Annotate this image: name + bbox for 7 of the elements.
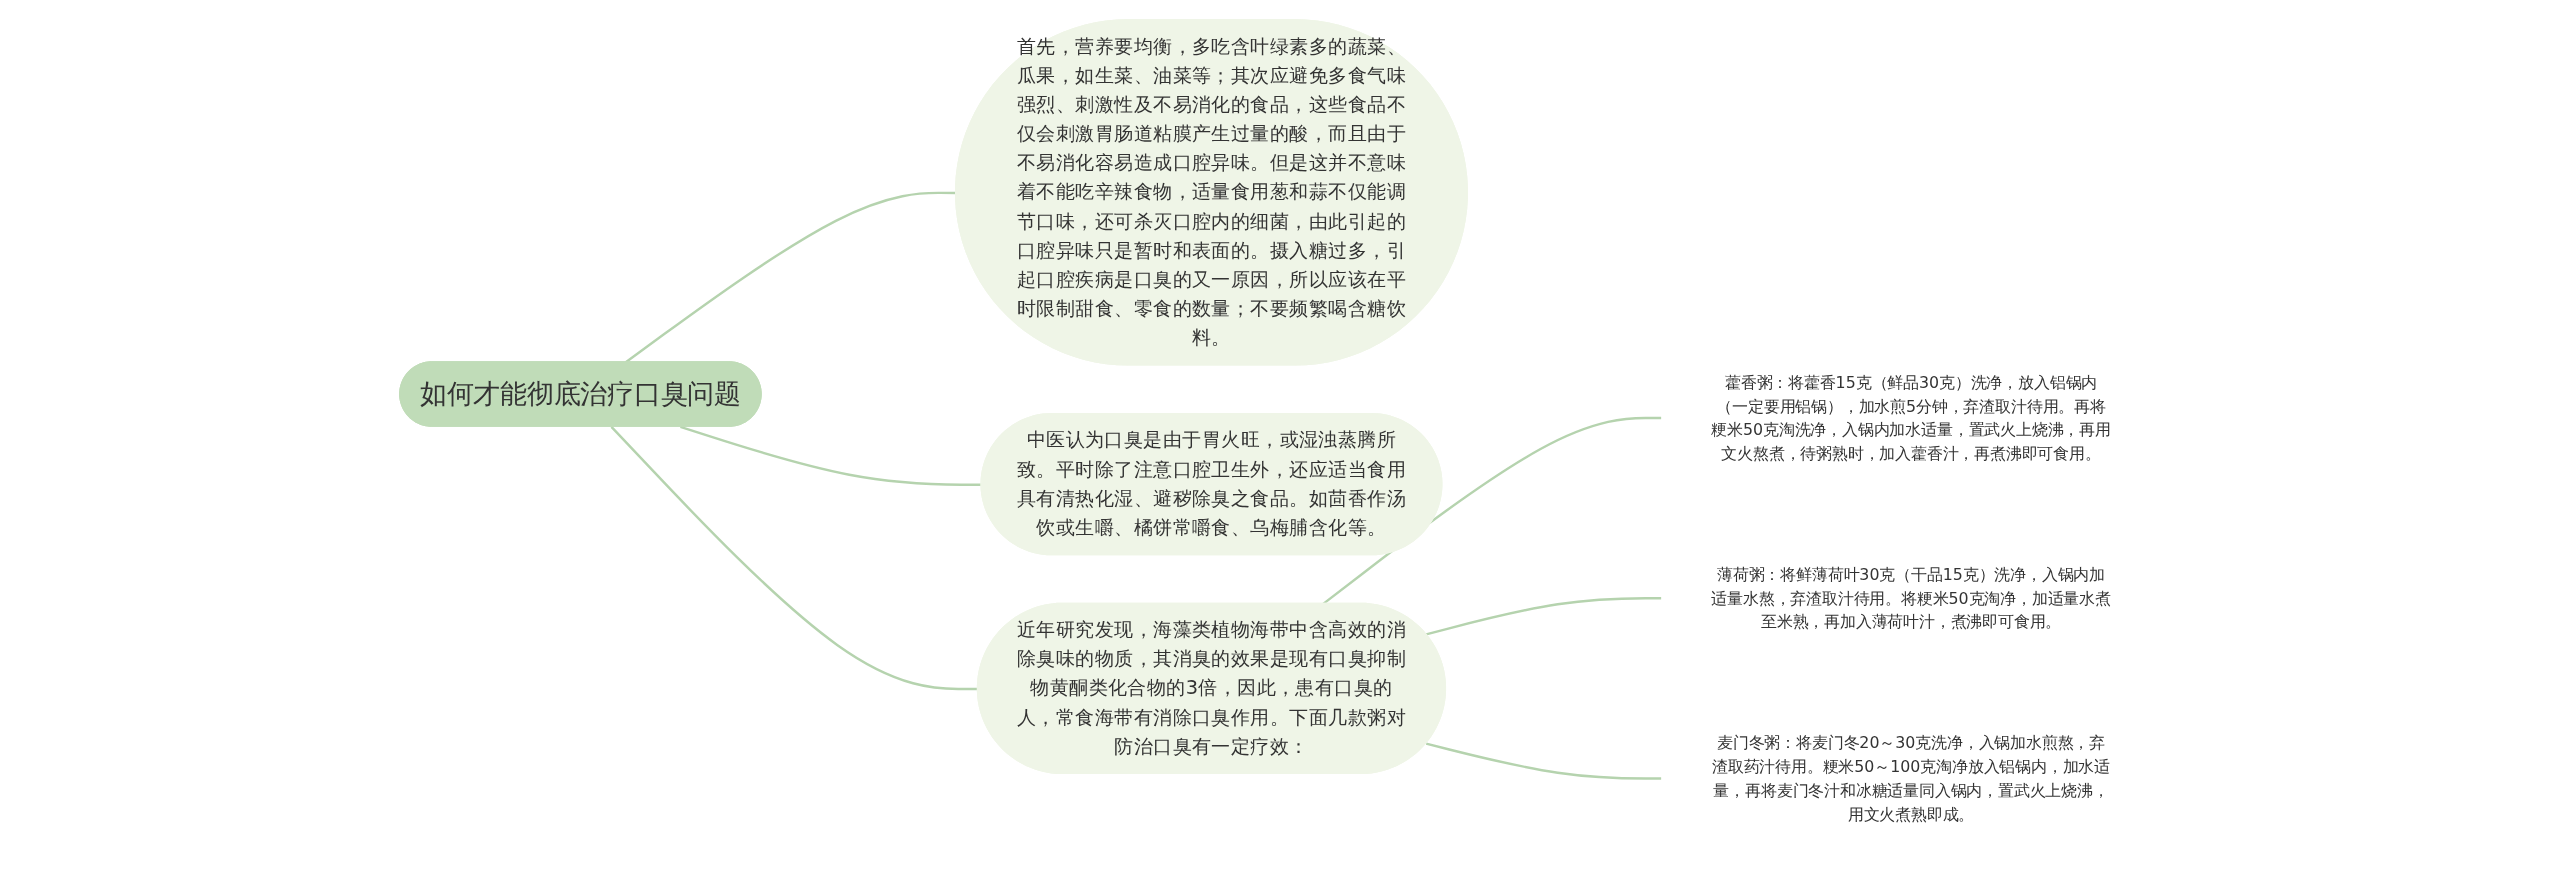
connector xyxy=(1425,742,1662,780)
node-text: 麦门冬粥：将麦门冬20～30克洗净，入锅加水煎熬，弃渣取药汁待用。粳米50～100克淘净放入铝锅内，加水适量，再将麦门冬汁和冰糖适量同入锅内，置武火上烧沸，用文火煮熟即成。 xyxy=(1712,733,2111,823)
connector xyxy=(1322,416,1662,605)
connector xyxy=(1425,597,1662,636)
connector xyxy=(680,425,982,486)
node-text: 藿香粥：将藿香15克（鲜品30克）洗净，放入铝锅内（一定要用铝锅），加水煎5分钟，弃渣取汁待用。再将粳米50克淘洗净，入锅内加水适量，置武火上烧沸，再用文火熬煮，待粥熟时，加入藿香汁，再煮沸即可食用。 xyxy=(1711,373,2111,463)
node-text: 薄荷粥：将鲜薄荷叶30克（干品15克）洗净，入锅内加适量水熬，弃渣取汁待用。将粳米50克淘净，加适量水煮至米熟，再加入薄荷叶汁，煮沸即可食用。 xyxy=(1711,565,2111,631)
